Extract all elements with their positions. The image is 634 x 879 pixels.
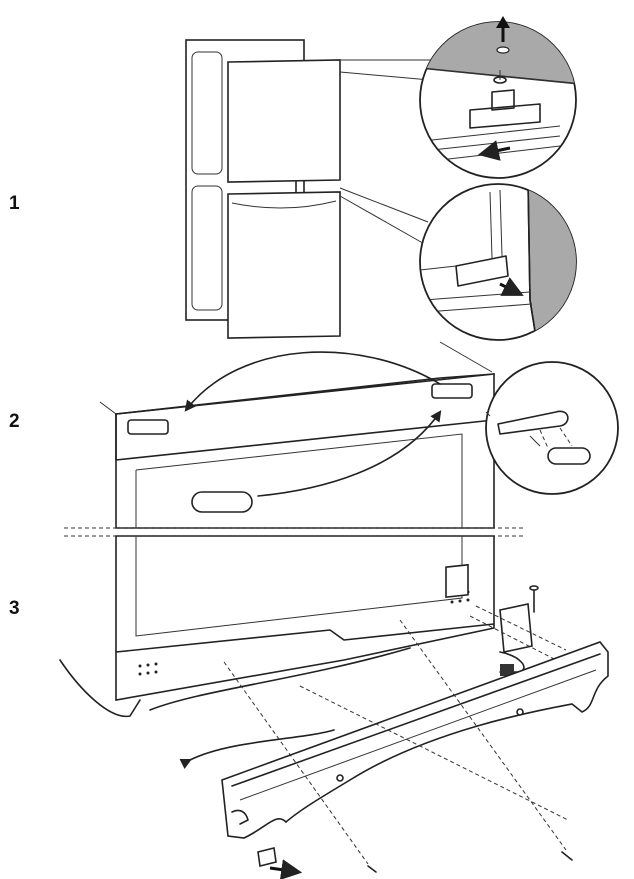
door-bottom-panel <box>59 535 495 770</box>
bottom-hinge-bracket <box>469 585 567 676</box>
cover-cap-removal <box>257 847 303 879</box>
break-lines <box>64 527 524 537</box>
arrow-pull-icon <box>477 140 511 161</box>
step-number-1: 1 <box>9 193 20 214</box>
callout-leader-lines <box>339 59 432 247</box>
handle-detail-circle <box>485 361 619 495</box>
middle-hinge-detail-circle <box>419 183 577 341</box>
fridge-cabinet-illustration <box>185 39 341 339</box>
arrow-right-icon <box>269 859 303 879</box>
plinth-panel <box>221 619 609 873</box>
door-top-panel <box>99 341 495 529</box>
step-number-3: 3 <box>9 598 20 619</box>
upper-hinge-detail-circle <box>419 16 577 179</box>
arrow-out-icon <box>499 277 524 296</box>
arrow-up-icon <box>496 16 510 54</box>
step-number-2: 2 <box>9 411 20 432</box>
